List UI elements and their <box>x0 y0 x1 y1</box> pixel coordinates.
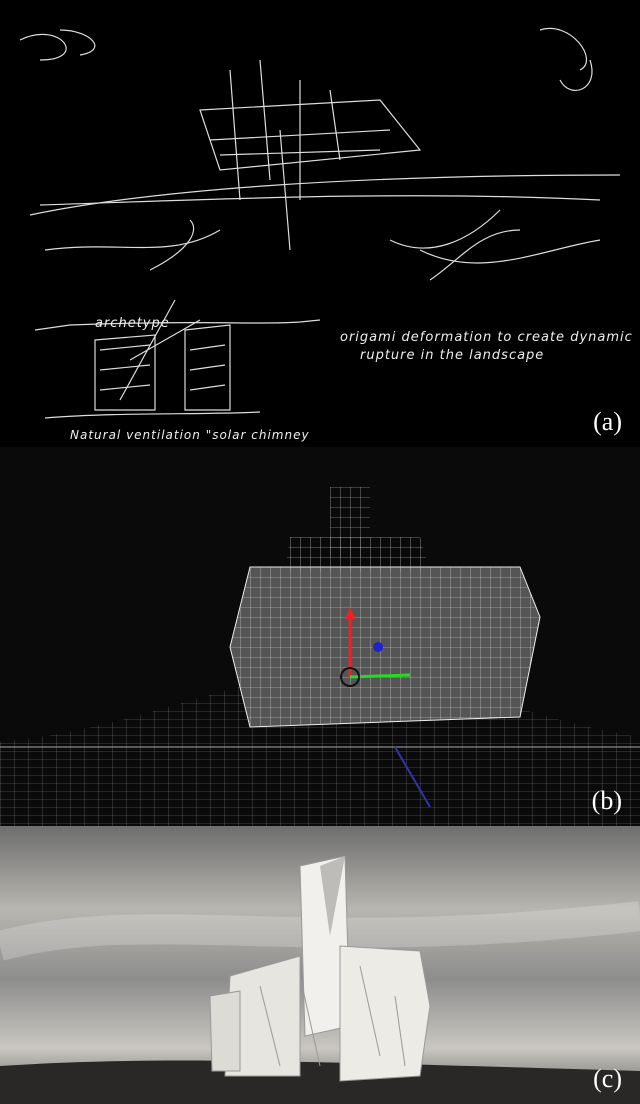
wireframe-model <box>0 487 640 826</box>
transform-gizmo <box>340 607 431 808</box>
annotation-archetype: archetype <box>95 316 170 331</box>
concept-sketch <box>19 27 621 419</box>
sketch-panel: archetype origami deformation to create … <box>0 0 640 447</box>
panel-label-c: (c) <box>593 1064 622 1093</box>
wireframe-panel: (b) <box>0 447 640 826</box>
annotation-ventilation: Natural ventilation "solar chimney <box>70 428 310 442</box>
annotation-origami: origami deformation to create dynamic <box>340 330 633 345</box>
annotation-rupture: rupture in the landscape <box>360 348 545 363</box>
panel-label-b: (b) <box>591 786 622 815</box>
panel-label-a: (a) <box>593 407 622 436</box>
rendered-building <box>0 855 640 1104</box>
render-panel: (c) <box>0 826 640 1104</box>
